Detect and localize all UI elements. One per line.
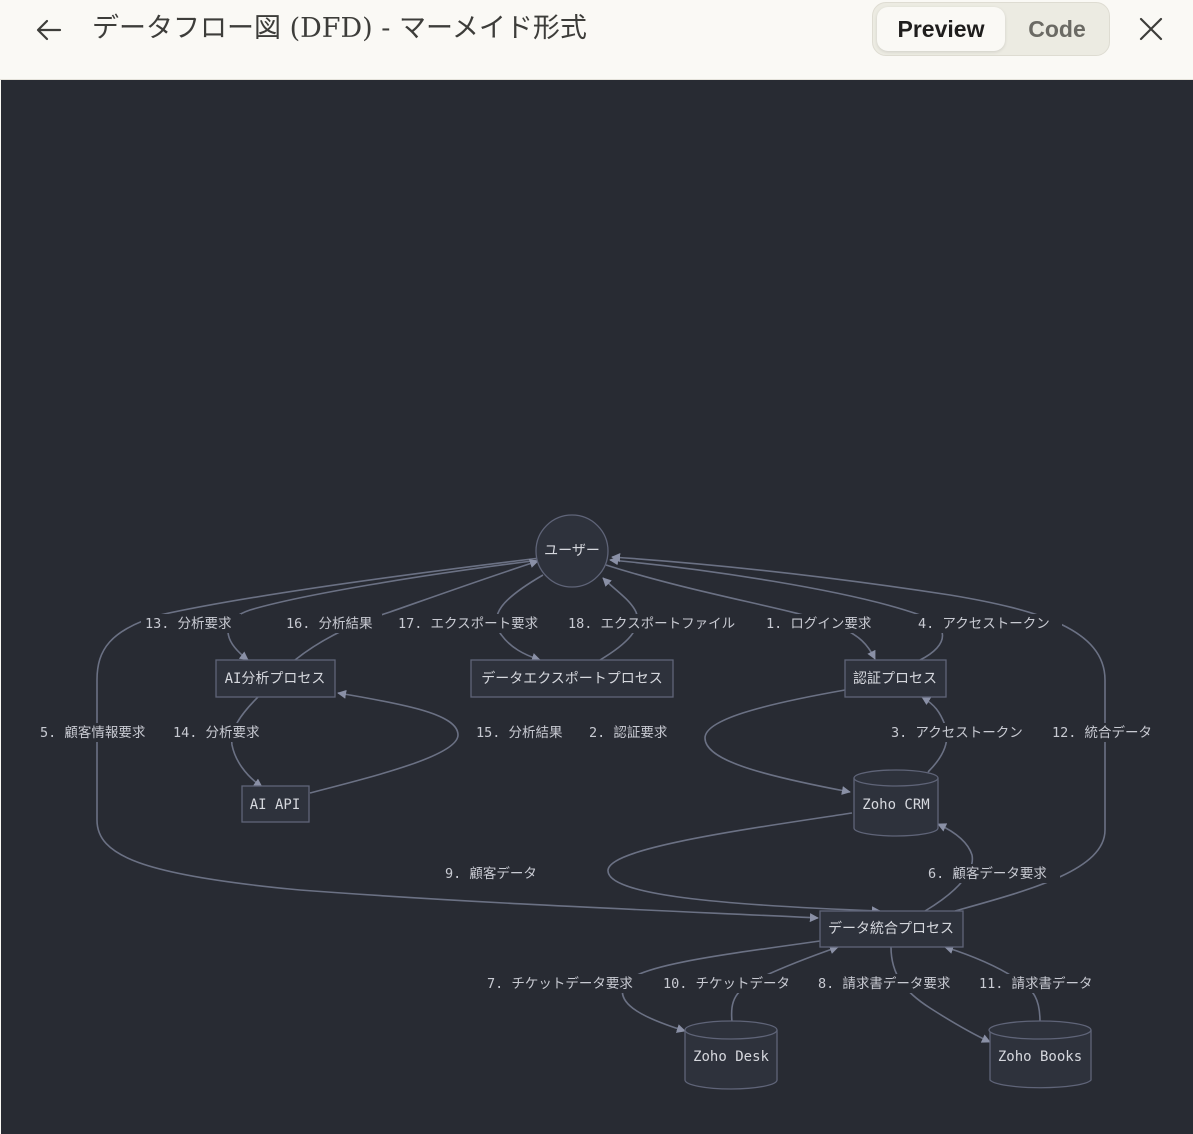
edge-label-6: 6. 顧客データ要求	[928, 865, 1047, 882]
edge-6	[924, 823, 974, 912]
artifact-header: データフロー図 (DFD) - マーメイド形式 Preview Code	[0, 0, 1193, 80]
node-ai-process	[215, 659, 336, 698]
node-label-user: ユーザー	[544, 543, 600, 559]
node-export-process	[470, 659, 674, 698]
node-label-auth-process: 認証プロセス	[853, 671, 937, 687]
edge-label-14: 14. 分析要求	[173, 725, 260, 741]
edge-label-16: 16. 分析結果	[286, 616, 373, 632]
code-tab[interactable]: Code	[1028, 16, 1086, 42]
edge-label-11: 11. 請求書データ	[979, 975, 1093, 992]
edge-18	[599, 577, 639, 661]
edge-2	[704, 689, 851, 795]
edge-label-18: 18. エクスポートファイル	[568, 616, 735, 632]
close-icon	[1139, 17, 1163, 41]
edge-label-12: 12. 統合データ	[1052, 724, 1152, 741]
diagram-preview: 1. ログイン要求 4. アクセストークン 13. 分析要求 16. 分析結果 …	[1, 80, 1193, 1134]
node-label-zoho-crm: Zoho CRM	[862, 797, 929, 813]
edge-9	[607, 812, 881, 916]
node-label-ai-process: AI分析プロセス	[225, 671, 326, 687]
node-zoho-books	[988, 1020, 1092, 1089]
node-label-zoho-books: Zoho Books	[998, 1049, 1082, 1065]
edge-label-8: 8. 請求書データ要求	[818, 975, 951, 992]
edge-8	[890, 946, 991, 1043]
edge-5	[96, 557, 819, 923]
edge-label-4: 4. アクセストークン	[918, 616, 1050, 632]
edge-label-9: 9. 顧客データ	[445, 865, 537, 882]
node-zoho-crm	[853, 769, 939, 837]
close-button[interactable]	[1132, 10, 1170, 48]
edge-15	[309, 689, 459, 794]
edge-14	[231, 696, 263, 788]
node-integration-process	[819, 910, 964, 948]
node-zoho-desk	[684, 1020, 778, 1090]
edge-label-5: 5. 顧客情報要求	[40, 724, 146, 741]
view-toggle: Preview Code	[872, 2, 1110, 56]
edge-label-13: 13. 分析要求	[145, 616, 232, 632]
node-label-integration-process: データ統合プロセス	[828, 920, 954, 937]
edge-label-1: 1. ログイン要求	[766, 616, 872, 632]
page-title: データフロー図 (DFD) - マーメイド形式	[92, 13, 587, 44]
node-ai-api	[241, 785, 310, 823]
edge-16	[294, 559, 539, 661]
back-button[interactable]	[30, 12, 68, 48]
edge-label-15: 15. 分析結果	[476, 725, 563, 741]
dfd-diagram: 1. ログイン要求 4. アクセストークン 13. 分析要求 16. 分析結果 …	[36, 514, 1164, 1090]
edge-label-10: 10. チケットデータ	[663, 975, 790, 992]
edge-label-3: 3. アクセストークン	[891, 725, 1023, 741]
edge-label-7: 7. チケットデータ要求	[487, 975, 633, 992]
edge-4	[609, 556, 944, 661]
node-label-ai-api: AI API	[250, 797, 301, 813]
node-label-export-process: データエクスポートプロセス	[481, 670, 663, 687]
edge-13	[227, 559, 541, 661]
node-user	[535, 514, 609, 588]
node-label-zoho-desk: Zoho Desk	[693, 1049, 769, 1065]
edge-label-17: 17. エクスポート要求	[398, 616, 539, 632]
node-auth-process	[844, 659, 947, 698]
preview-tab[interactable]: Preview	[877, 7, 1005, 51]
arrow-left-icon	[36, 19, 62, 41]
edge-label-2: 2. 認証要求	[589, 725, 668, 741]
